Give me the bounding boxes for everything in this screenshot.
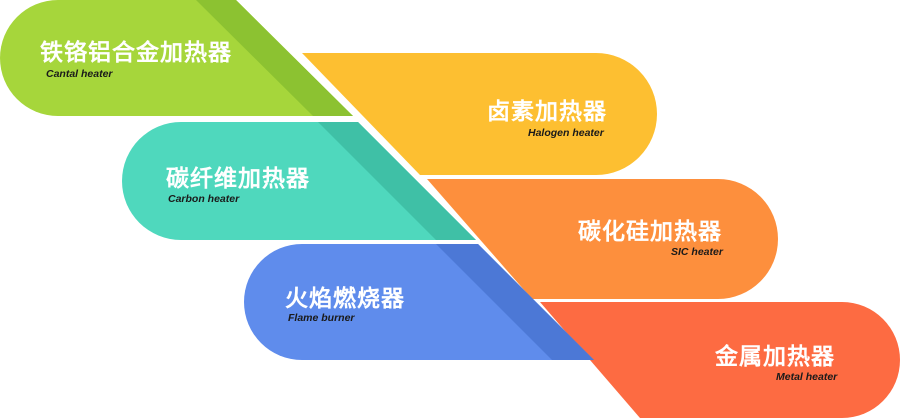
label-halogen-en: Halogen heater	[528, 127, 604, 139]
pill-halogen	[302, 53, 657, 175]
label-sic-cn: 碳化硅加热器	[578, 219, 722, 245]
label-carbon-en: Carbon heater	[168, 193, 240, 205]
label-flame-cn: 火焰燃烧器	[285, 286, 405, 312]
label-sic-en: SIC heater	[671, 246, 723, 258]
label-metal-cn: 金属加热器	[715, 344, 835, 370]
label-metal-en: Metal heater	[776, 371, 838, 383]
pill-sic	[427, 179, 778, 299]
label-fecral-cn: 铁铬铝合金加热器	[40, 40, 232, 66]
pill-metal	[540, 302, 900, 418]
pill-sic-body	[427, 179, 778, 299]
label-carbon-cn: 碳纤维加热器	[166, 166, 310, 192]
pill-fecral-shade	[196, 0, 353, 116]
label-halogen-cn: 卤素加热器	[487, 99, 607, 125]
pill-carbon-shade	[318, 122, 476, 240]
pill-metal-body	[540, 302, 900, 418]
pill-fecral	[0, 0, 353, 116]
pill-halogen-body	[302, 53, 657, 175]
pill-flame-shade	[436, 244, 594, 360]
label-flame-en: Flame burner	[288, 312, 355, 324]
pill-flame	[244, 244, 594, 360]
label-fecral-en: Cantal heater	[46, 68, 113, 80]
pill-carbon	[122, 122, 476, 240]
